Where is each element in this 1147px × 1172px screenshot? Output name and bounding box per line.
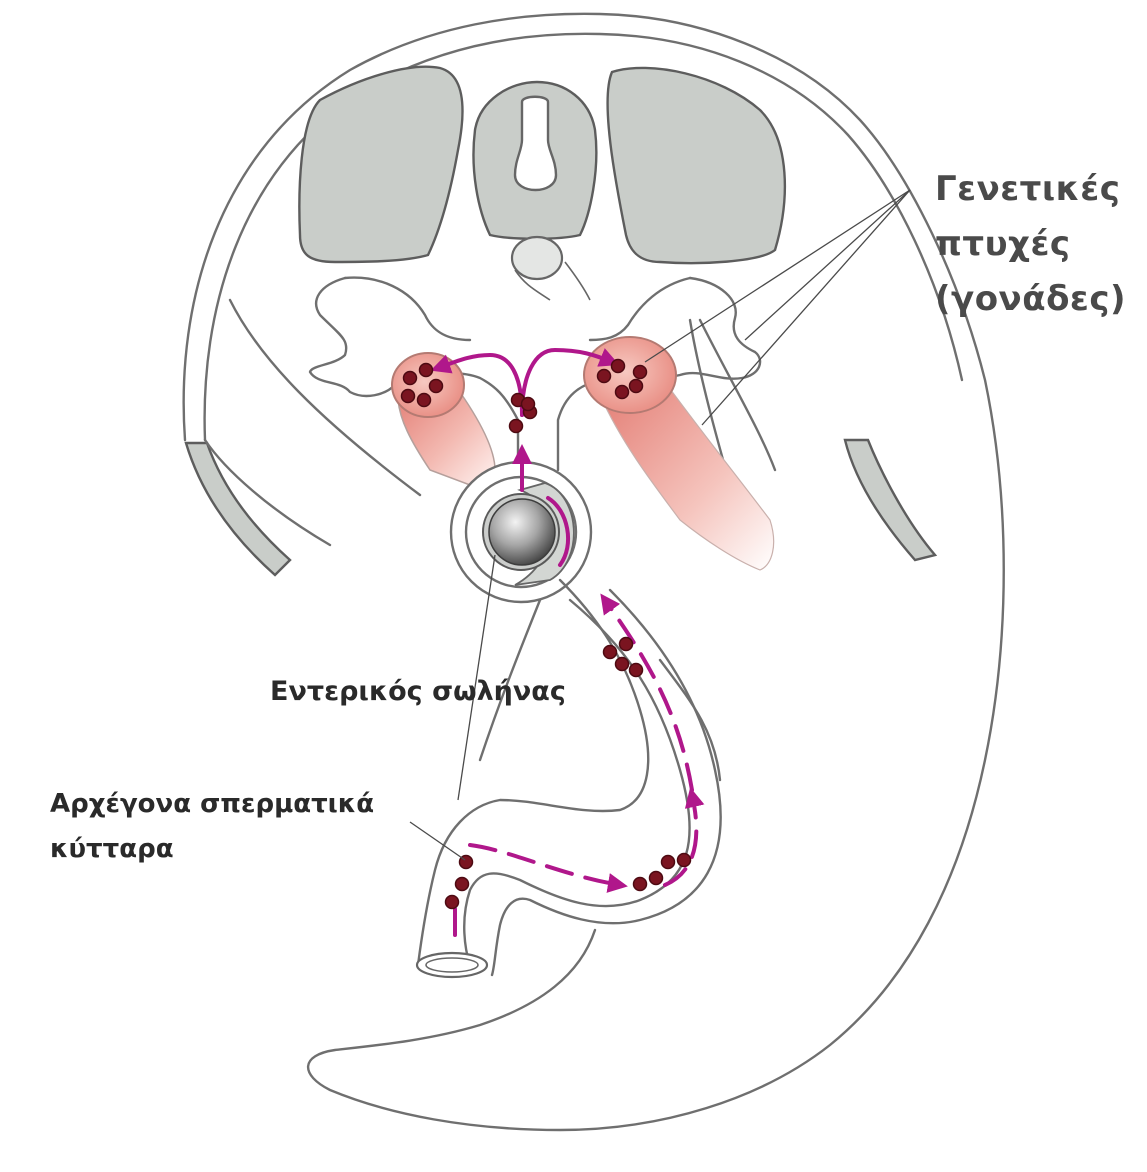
germ-cell [420,364,433,377]
notochord [512,237,590,300]
germ-cell [402,390,415,403]
somite-left [299,67,462,262]
label-germ-cells: Αρχέγονα σπερματικά κύτταρα [50,789,374,864]
label-gonads: Γενετικές πτυχές (γονάδες) [935,169,1126,319]
germ-cell [634,366,647,379]
germ-cell [612,360,625,373]
germ-cells-label-line1: Αρχέγονα σπερματικά [50,789,374,819]
germ-cell [662,856,675,869]
germ-cell [510,420,523,433]
germ-cell [620,638,633,651]
germ-cell [630,664,643,677]
germ-cell [456,878,469,891]
gonads-label-line1: Γενετικές [935,169,1120,209]
somite-right [608,68,785,263]
germ-cell [630,380,643,393]
germ-cells-label-line2: κύτταρα [50,834,174,864]
germ-cell [604,646,617,659]
hindgut-tube [417,580,721,977]
gonads-label-line2: πτυχές [935,224,1071,264]
germ-cell [418,394,431,407]
germ-cell [446,896,459,909]
germ-cell [430,380,443,393]
germ-cell [598,370,611,383]
genital-ridge-right [584,337,774,570]
gut-tube-lumen [489,499,555,565]
germ-cell [616,386,629,399]
germ-cell [678,854,691,867]
gonads-label-line3: (γονάδες) [935,279,1126,319]
neural-tube [473,82,596,239]
germ-cell [404,372,417,385]
germ-cell [522,398,535,411]
germ-cell [650,872,663,885]
germ-cell [616,658,629,671]
gut-tube-label: Εντερικός σωλήνας [270,676,566,707]
germ-cell [634,878,647,891]
